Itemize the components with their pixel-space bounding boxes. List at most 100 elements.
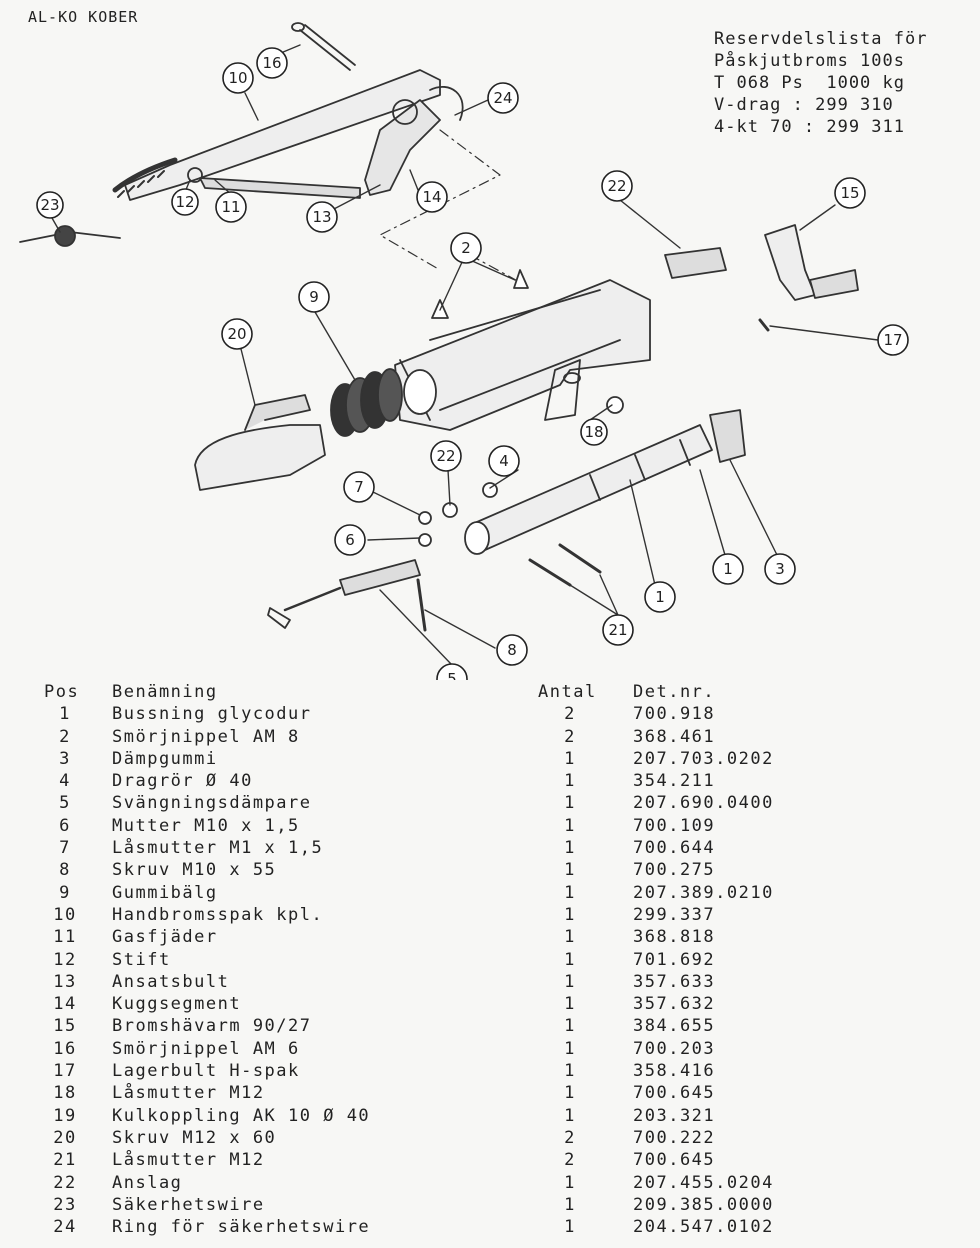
cell-part-number: 700.109 (633, 815, 716, 836)
callout-1a (644, 581, 676, 613)
callout-text: 4 (499, 452, 509, 470)
callout-text: 17 (883, 331, 902, 349)
cell-qty: 2 (564, 1150, 576, 1171)
shock-absorber-drawing (267, 559, 421, 629)
cell-qty: 1 (564, 748, 576, 769)
callout-14 (416, 181, 448, 213)
callout-text: 8 (507, 641, 517, 659)
title-line: Reservdelslista för (714, 29, 928, 49)
cell-name: Smörjnippel AM 6 (112, 1038, 300, 1059)
cell-part-number: 700.645 (633, 1083, 716, 1104)
cell-name: Svängningsdämpare (112, 793, 312, 814)
draw-tube-drawing (464, 409, 746, 555)
callout-3 (764, 553, 796, 585)
exploded-parts-diagram: 16 10 24 14 13 11 12 23 22 15 17 2 9 20 … (19, 22, 909, 680)
cell-part-number: 299.337 (633, 904, 716, 925)
cell-name: Låsmutter M12 (112, 1150, 265, 1171)
cell-pos: 23 (53, 1194, 77, 1215)
cell-qty: 1 (564, 771, 576, 792)
cell-name: Stift (112, 949, 171, 970)
cell-name: Ansatsbult (112, 971, 230, 992)
gear-segment-drawing (364, 99, 441, 196)
cell-part-number: 700.275 (633, 860, 716, 881)
cell-name: Skruv M10 x 55 (112, 860, 277, 881)
callout-text: 3 (775, 560, 785, 578)
callout-text: 20 (227, 325, 246, 343)
cell-part-number: 204.547.0102 (633, 1217, 774, 1238)
cell-pos: 17 (53, 1061, 77, 1082)
callout-23 (36, 191, 64, 219)
brake-lever-drawing (758, 224, 859, 332)
cell-pos: 1 (59, 704, 71, 725)
cell-name: Kulkoppling AK 10 Ø 40 (112, 1105, 371, 1126)
cell-part-number: 700.645 (633, 1150, 716, 1171)
safety-wire-drawing (19, 225, 121, 247)
column-header-pos: Pos (44, 682, 80, 702)
cell-name: Gasfjäder (112, 927, 218, 948)
cell-part-number: 368.461 (633, 726, 716, 747)
cell-pos: 18 (53, 1083, 77, 1104)
cell-pos: 21 (53, 1150, 77, 1171)
cell-pos: 14 (53, 994, 77, 1015)
callout-text: 24 (493, 89, 512, 107)
parts-list-table: Pos Benämning Antal Det.nr. 1 Bussning gl… (0, 682, 980, 1239)
cell-pos: 3 (59, 748, 71, 769)
cell-name: Bussning glycodur (112, 704, 312, 725)
cell-part-number: 700.918 (633, 704, 716, 725)
callout-text: 6 (345, 531, 355, 549)
cell-part-number: 700.222 (633, 1127, 716, 1148)
callout-9 (298, 281, 330, 313)
table-row: 21 Låsmutter M12 2 700.645 (0, 1150, 980, 1172)
table-row: 23 Säkerhetswire 1 209.385.0000 (0, 1195, 980, 1217)
ball-coupling-drawing (194, 394, 326, 491)
bellows-drawing (330, 368, 403, 437)
cell-part-number: 358.416 (633, 1061, 716, 1082)
callout-text: 23 (40, 196, 59, 214)
cell-name: Dämpgummi (112, 748, 218, 769)
callout-4 (488, 445, 520, 477)
callout-text: 2 (461, 239, 471, 257)
cell-qty: 1 (564, 1194, 576, 1215)
callout-17 (256, 47, 288, 79)
callout-16 (877, 324, 909, 356)
title-line: V-drag : 299 310 (714, 95, 894, 115)
cell-part-number: 209.385.0000 (633, 1194, 774, 1215)
cell-pos: 5 (59, 793, 71, 814)
cell-pos: 10 (53, 904, 77, 925)
cell-qty: 1 (564, 838, 576, 859)
callout-11 (215, 191, 247, 223)
callout-text: 15 (840, 184, 859, 202)
cell-part-number: 354.211 (633, 771, 716, 792)
parts-list-header: Pos Benämning Antal Det.nr. (0, 682, 980, 704)
cell-pos: 15 (53, 1016, 77, 1037)
cell-name: Skruv M12 x 60 (112, 1127, 277, 1148)
cell-qty: 1 (564, 793, 576, 814)
cell-qty: 1 (564, 860, 576, 881)
cell-qty: 1 (564, 904, 576, 925)
cell-pos: 12 (53, 949, 77, 970)
cell-part-number: 384.655 (633, 1016, 716, 1037)
cell-pos: 7 (59, 838, 71, 859)
callout-text: 11 (221, 198, 240, 216)
cell-name: Säkerhetswire (112, 1194, 265, 1215)
cell-name: Mutter M10 x 1,5 (112, 815, 300, 836)
callout-22 (601, 170, 633, 202)
callout-1b (712, 553, 744, 585)
callout-text: 22 (436, 447, 455, 465)
cell-pos: 4 (59, 771, 71, 792)
callout-text: 5 (447, 670, 457, 680)
callout-21 (430, 440, 462, 472)
callout-text: 12 (175, 193, 194, 211)
brake-housing-drawing (394, 279, 651, 431)
callout-8 (496, 634, 528, 666)
cell-name: Låsmutter M12 (112, 1083, 265, 1104)
cell-qty: 1 (564, 1217, 576, 1238)
callout-24 (487, 82, 519, 114)
